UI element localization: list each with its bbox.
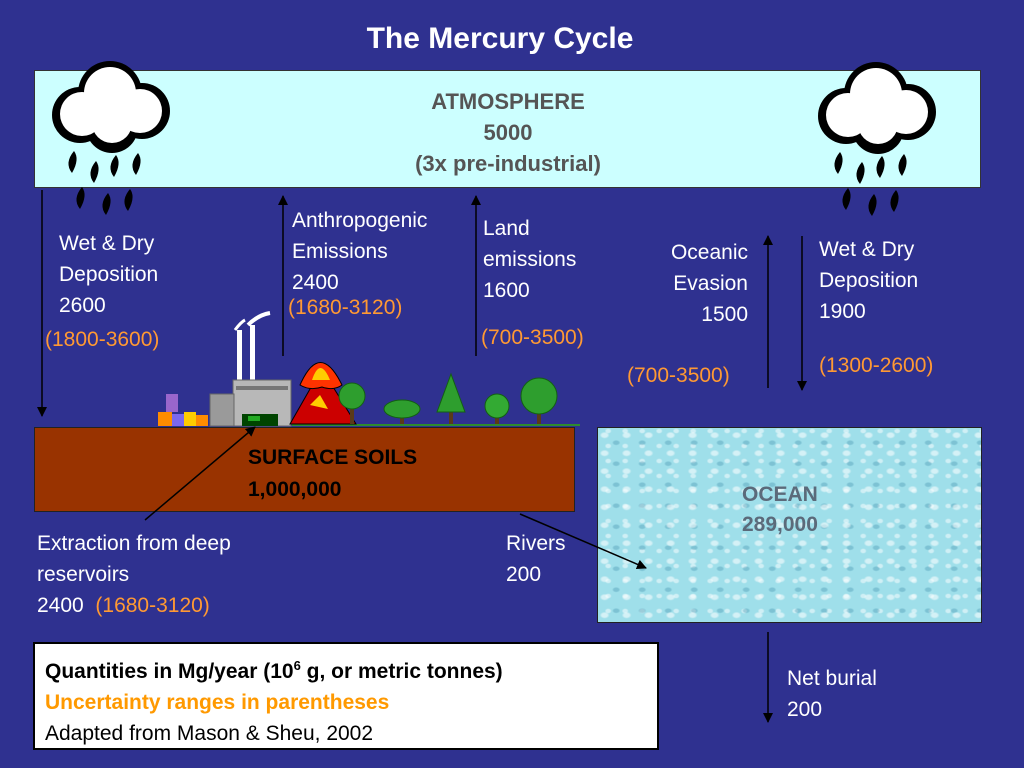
legend-box: Quantities in Mg/year (106 g, or metric … xyxy=(33,642,659,750)
atmosphere-name: ATMOSPHERE xyxy=(431,89,585,114)
anthropogenic-emissions: Anthropogenic Emissions 2400 xyxy=(292,209,428,294)
surface-soils-value: 1,000,000 xyxy=(248,478,342,501)
factory-icon xyxy=(158,311,292,427)
ocean-value: 289,000 xyxy=(742,513,818,536)
wet-dry-deposition-ocean: Wet & Dry Deposition 1900 xyxy=(819,238,919,323)
pine-tree-icon xyxy=(436,372,466,424)
tree-icon xyxy=(520,377,558,424)
tree-icon xyxy=(338,382,366,424)
legend-uncertainty: Uncertainty ranges in parentheses xyxy=(45,691,390,714)
ocean-box xyxy=(597,427,982,623)
wet-dry-deposition-land-range: (1800-3600) xyxy=(45,328,160,351)
extraction-range: (1680-3120) xyxy=(95,594,210,617)
wet-dry-deposition-land: Wet & Dry Deposition 2600 xyxy=(59,232,159,317)
land-emissions: Land emissions 1600 xyxy=(483,217,577,302)
shrub-icon xyxy=(383,399,421,424)
rain-cloud-icon-left xyxy=(52,61,170,215)
oceanic-evasion-range: (700-3500) xyxy=(627,364,730,387)
rivers-arrow xyxy=(519,513,647,570)
extraction-from-deep-reservoirs: Extraction from deep reservoirs 2400 (16… xyxy=(37,532,231,617)
surface-soils-name: SURFACE SOILS xyxy=(248,446,418,469)
volcano-icon xyxy=(289,362,357,425)
surface-soils-box xyxy=(34,427,575,512)
net-burial-flow: Net burial 200 xyxy=(787,667,877,721)
rivers-flow: Rivers 200 xyxy=(506,532,566,586)
ocean-label: OCEAN 289,000 xyxy=(742,480,818,540)
atmosphere-value: 5000 xyxy=(483,120,533,145)
anthropogenic-emissions-range: (1680-3120) xyxy=(288,296,403,319)
wet-dry-deposition-ocean-range: (1300-2600) xyxy=(819,354,934,377)
ocean-name: OCEAN xyxy=(742,483,818,506)
extraction-arrow xyxy=(144,426,256,521)
land-emissions-range: (700-3500) xyxy=(481,326,584,349)
rain-cloud-icon-right xyxy=(818,62,936,216)
surface-soils-label: SURFACE SOILS 1,000,000 xyxy=(248,442,417,506)
oceanic-evasion: Oceanic Evasion 1500 xyxy=(670,241,748,326)
page-title: The Mercury Cycle xyxy=(366,22,634,55)
atmosphere-label: ATMOSPHERE 5000 (3x pre-industrial) xyxy=(340,86,676,179)
legend-units: Quantities in Mg/year (106 g, or metric … xyxy=(45,658,503,683)
atmosphere-note: (3x pre-industrial) xyxy=(415,151,601,176)
tree-icon xyxy=(484,393,510,424)
legend-source: Adapted from Mason & Sheu, 2002 xyxy=(45,722,374,745)
